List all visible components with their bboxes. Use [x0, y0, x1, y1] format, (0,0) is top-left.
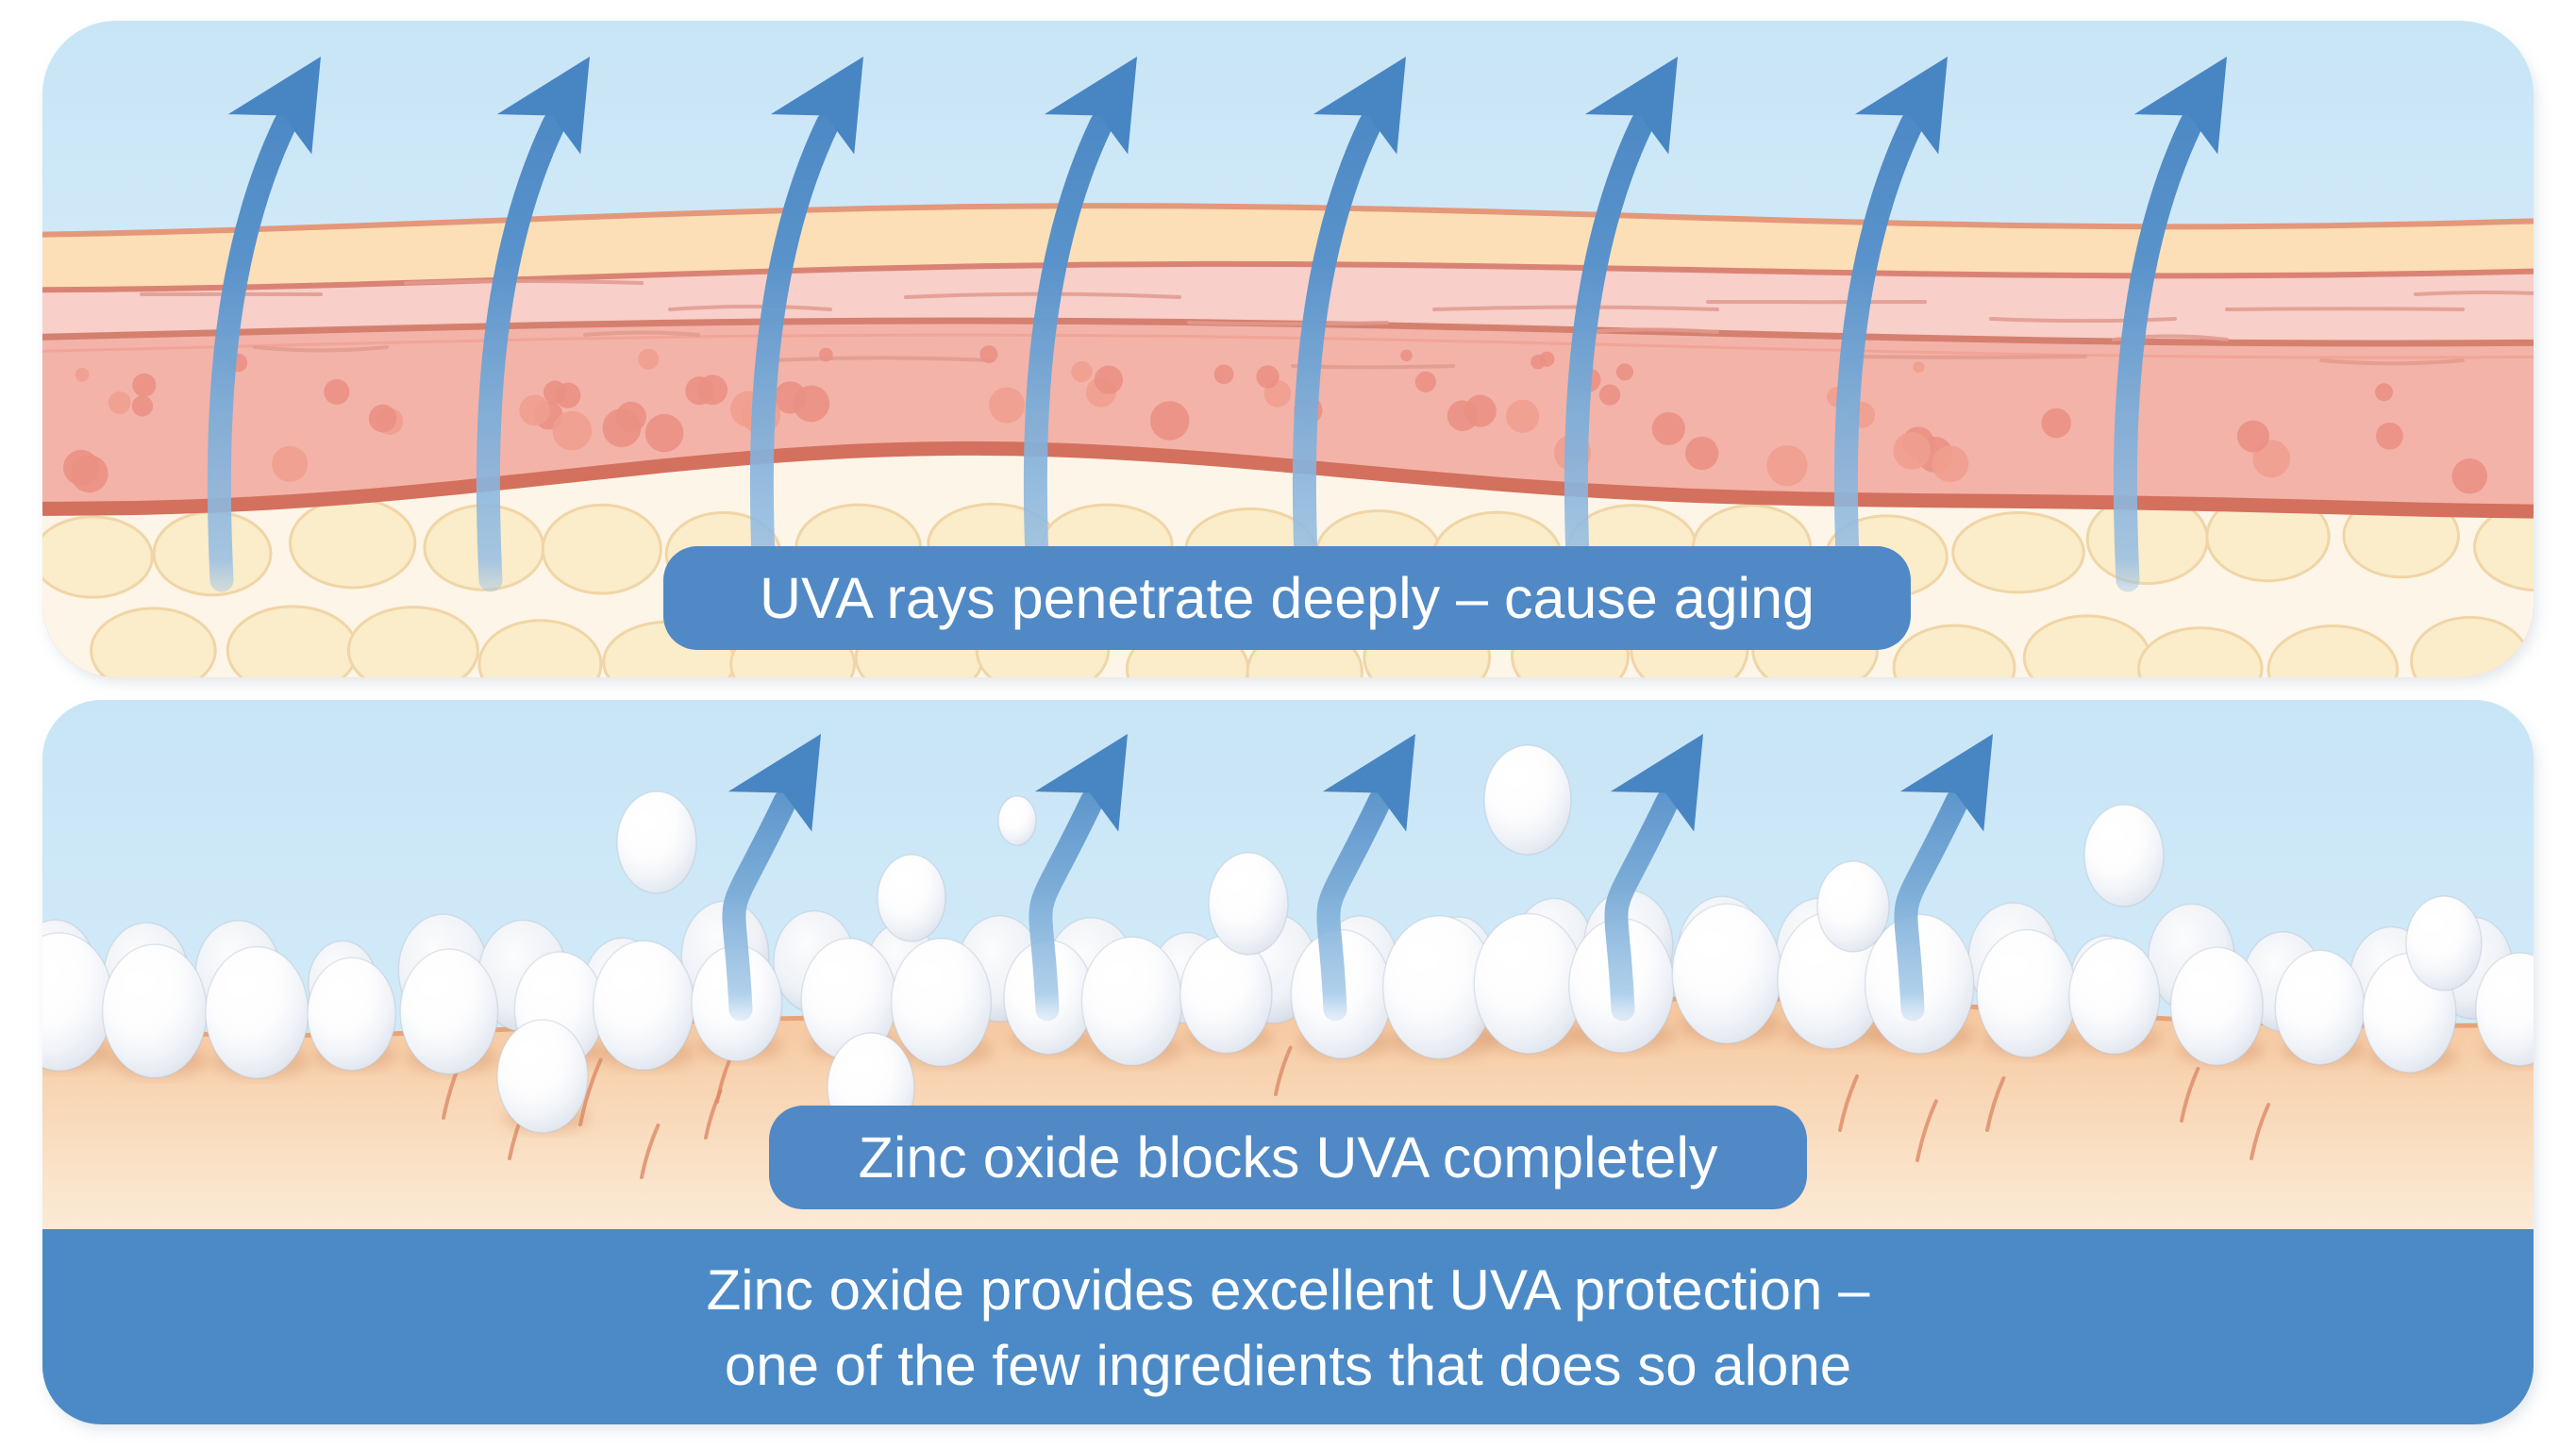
- zinc-oxide-particle-layer: [42, 890, 2534, 1143]
- zinc-oxide-particle: [2475, 952, 2534, 1067]
- fat-cell: [1892, 624, 2016, 677]
- zinc-oxide-particle: [2083, 804, 2165, 907]
- arrowhead: [770, 57, 863, 155]
- fat-cell: [90, 607, 217, 677]
- uva-penetration-caption: UVA rays penetrate deeply – cause aging: [663, 546, 1911, 650]
- reflected-ray-arrow: [1604, 734, 1703, 1022]
- zinc-oxide-particle: [496, 1019, 590, 1134]
- arrowhead: [227, 57, 321, 155]
- reflected-rays: [722, 734, 1993, 1022]
- fat-cell: [2137, 626, 2264, 677]
- zinc-blocks-caption: Zinc oxide blocks UVA completely: [769, 1106, 1807, 1209]
- zinc-oxide-particle: [1179, 935, 1274, 1055]
- arrowhead: [1313, 57, 1406, 155]
- floating-particles: [616, 744, 2483, 991]
- arrowhead: [1322, 734, 1415, 832]
- zinc-oxide-particle: [890, 938, 993, 1068]
- zinc-oxide-particle: [42, 932, 114, 1072]
- banner-caption: Zinc oxide provides excellent UVA protec…: [42, 1253, 2534, 1404]
- arrowhead: [728, 734, 821, 832]
- fat-cell: [2022, 614, 2151, 677]
- arrowhead: [496, 57, 590, 155]
- banner-line-2: one of the few ingredients that does so …: [724, 1334, 1852, 1397]
- reflected-ray-arrow: [1316, 734, 1415, 1022]
- uva-ray-arrow: [2113, 57, 2227, 592]
- zinc-oxide-particle: [101, 943, 209, 1079]
- fat-cell: [541, 503, 662, 595]
- zinc-oxide-particle: [1208, 852, 1289, 956]
- arrowhead: [2133, 57, 2227, 155]
- zinc-oxide-particle: [1976, 928, 2079, 1058]
- arrowhead: [1899, 734, 1993, 832]
- reflected-ray-arrow: [1894, 734, 1993, 1022]
- fat-cell: [2473, 501, 2534, 592]
- arrowhead: [1610, 734, 1703, 832]
- fat-cell: [2267, 624, 2400, 677]
- zinc-oxide-particle: [2169, 946, 2265, 1067]
- arrowhead: [1584, 57, 1678, 155]
- uva-ray-arrow: [1023, 57, 1137, 592]
- skin-surface-line: [42, 203, 2534, 238]
- dermis-dots: [63, 345, 2487, 494]
- zinc-oxide-particle: [1483, 744, 1572, 856]
- zinc-oxide-particle: [1080, 936, 1184, 1067]
- fat-cell: [477, 619, 603, 677]
- fat-cell: [42, 515, 154, 599]
- zinc-oxide-particle: [205, 945, 310, 1079]
- zinc-oxide-particle: [399, 948, 500, 1075]
- dermis-inner-line: [42, 333, 2534, 359]
- zinc-oxide-particle: [592, 940, 695, 1072]
- reflected-ray-arrow: [1029, 734, 1128, 1022]
- zinc-oxide-particle: [2274, 949, 2367, 1066]
- zinc-oxide-particle: [1381, 915, 1497, 1060]
- uva-rays: [207, 57, 2227, 592]
- zinc-oxide-particle: [997, 795, 1037, 846]
- fat-cell: [2539, 612, 2576, 700]
- zinc-oxide-particle: [1816, 860, 1890, 953]
- reflected-ray-arrow: [722, 734, 821, 1022]
- uva-ray-arrow: [749, 57, 863, 592]
- arrowhead: [1034, 734, 1128, 832]
- uva-ray-arrow: [207, 57, 321, 592]
- zinc-oxide-particle: [616, 791, 697, 894]
- zinc-oxide-particle: [2068, 938, 2162, 1056]
- zinc-oxide-particle: [1671, 903, 1783, 1045]
- zinc-oxide-particle: [877, 854, 946, 942]
- banner-strip: [42, 1229, 2534, 1424]
- arrowhead: [1044, 57, 1137, 155]
- zinc-oxide-panel: [42, 700, 2534, 1424]
- arrowhead: [1854, 57, 1948, 155]
- zinc-oxide-particle: [2405, 895, 2483, 991]
- wrinkle-lines: [140, 279, 2534, 370]
- uva-ray-arrow: [1833, 57, 1948, 592]
- fat-cell: [1951, 510, 2085, 594]
- fat-cell: [288, 497, 417, 590]
- uva-ray-arrow: [1292, 57, 1406, 592]
- zinc-oxide-particle: [1473, 912, 1585, 1055]
- uva-ray-arrow: [476, 57, 590, 592]
- uva-ray-arrow: [1564, 57, 1678, 592]
- fat-cell: [346, 606, 479, 677]
- banner-line-1: Zinc oxide provides excellent UVA protec…: [706, 1258, 1870, 1322]
- zinc-oxide-particle: [307, 957, 398, 1072]
